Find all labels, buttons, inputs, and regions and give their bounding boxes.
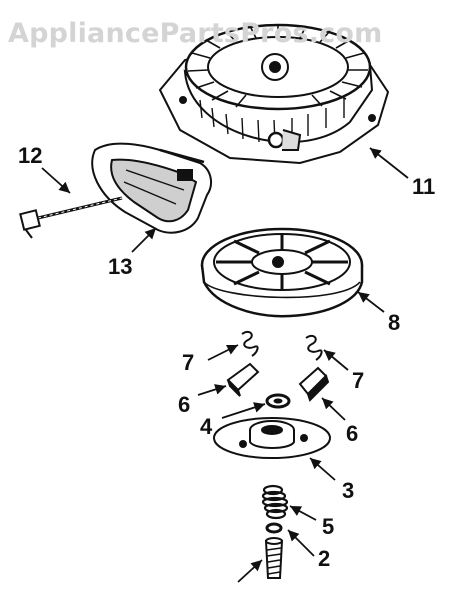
leader-7-right (323, 349, 349, 371)
leader-13 (131, 227, 157, 253)
callout-6-left: 6 (178, 392, 191, 417)
callout-3: 3 (342, 478, 355, 503)
part-5-spring (261, 484, 289, 520)
part-12-starter-rope (19, 196, 123, 239)
callout-6-right: 6 (346, 421, 359, 446)
part-3-cam-plate (213, 417, 331, 459)
leader-11 (369, 147, 409, 179)
leader-7-left (207, 344, 239, 361)
part-8-pulley (200, 227, 364, 318)
leader-4 (221, 402, 266, 419)
part-11-starter-housing (158, 23, 390, 165)
leader-6-left (197, 384, 227, 396)
callout-4: 4 (200, 414, 213, 439)
leader-screw (237, 559, 263, 583)
part-6-pawl-right (298, 366, 330, 402)
watermark-text: AppliancePartsPros.com (8, 18, 383, 49)
leader-12 (41, 167, 71, 194)
callout-13: 13 (108, 254, 133, 279)
callout-5: 5 (322, 514, 335, 539)
callout-7-left: 7 (182, 350, 195, 375)
part-2-screw-and-washer (264, 522, 284, 579)
leader-5 (289, 505, 317, 521)
part-7-spring-left (241, 330, 259, 357)
callout-2: 2 (318, 546, 331, 571)
callout-12: 12 (18, 143, 43, 168)
part-7-spring-right (305, 334, 323, 361)
callout-8: 8 (388, 310, 401, 335)
part-13-starter-handle (91, 142, 213, 234)
leader-8 (357, 291, 385, 313)
part-4-washer (265, 393, 291, 409)
leader-3 (309, 457, 336, 481)
callout-7-right: 7 (352, 368, 365, 393)
leader-lines (41, 147, 409, 583)
leader-6-right (321, 397, 346, 421)
callout-11: 11 (412, 174, 436, 199)
leader-2 (287, 529, 315, 557)
part-6-pawl-left (226, 362, 260, 397)
